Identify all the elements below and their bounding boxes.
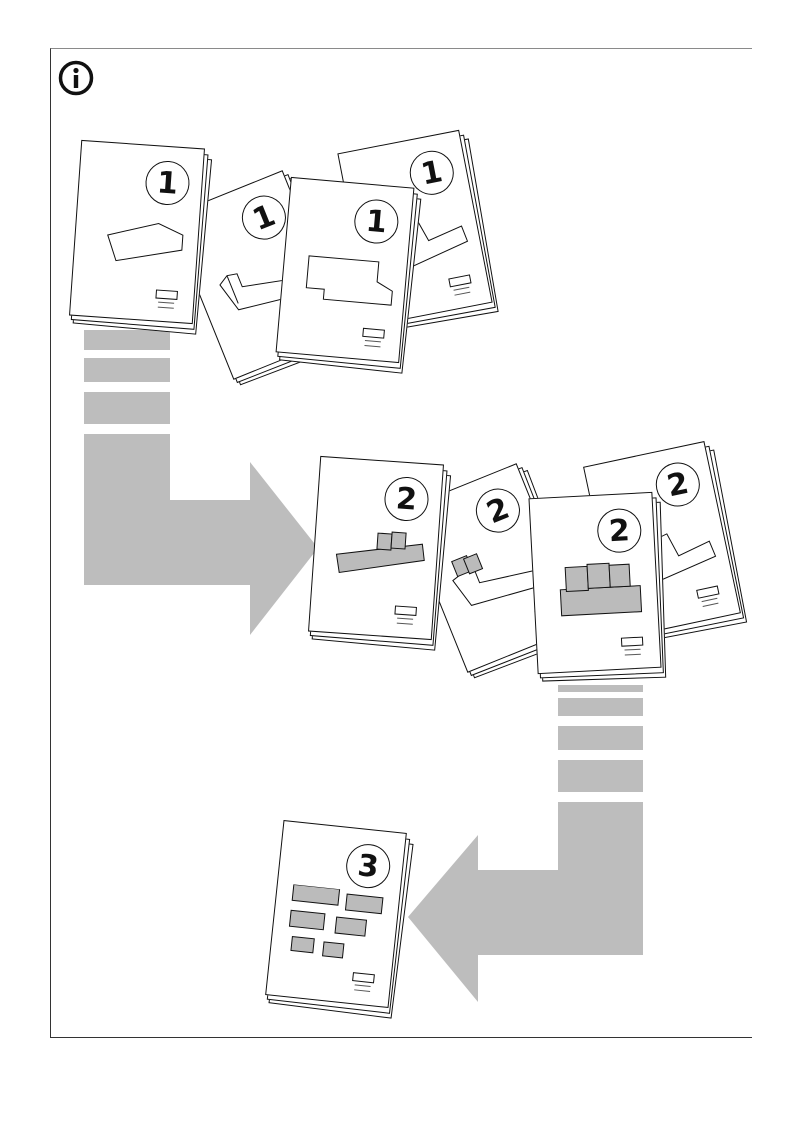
arrow-body	[84, 434, 318, 635]
step-number-badge: 2	[596, 507, 643, 554]
step-number-badge: 1	[352, 197, 401, 246]
furniture-illustration	[288, 884, 384, 959]
arrow-dash	[558, 726, 643, 750]
step-number-badge: 3	[344, 841, 393, 891]
step-number-badge: 1	[144, 159, 191, 207]
ikea-logo	[620, 636, 644, 647]
ikea-logo	[696, 585, 720, 599]
furniture-illustration	[107, 222, 184, 262]
arrow-dash	[558, 760, 643, 792]
booklet-cover: 1	[69, 139, 205, 325]
arrow-body	[408, 802, 643, 1002]
booklet-cover: 1	[275, 176, 415, 364]
arrow-dash	[558, 698, 643, 716]
instruction-booklet-step-2: 2	[308, 455, 452, 651]
booklet-cover: 3	[265, 820, 407, 1008]
instruction-booklet-step-1: 1	[275, 176, 422, 374]
instruction-booklet-step-3: 3	[265, 820, 414, 1019]
furniture-illustration	[305, 255, 393, 306]
page-frame	[50, 48, 752, 1038]
booklet-cover: 2	[528, 491, 662, 675]
arrow-dash	[84, 392, 170, 424]
ikea-logo	[448, 274, 472, 288]
booklet-cover: 2	[308, 455, 444, 641]
furniture-illustration	[559, 562, 643, 617]
furniture-illustration	[335, 531, 425, 574]
arrow-dash	[84, 358, 170, 382]
arrow-dash	[558, 685, 643, 692]
info-circle-icon	[58, 60, 94, 96]
furniture-illustration	[451, 553, 544, 606]
arrow-dash	[84, 330, 170, 350]
ikea-logo	[352, 972, 375, 984]
ikea-logo	[394, 605, 417, 616]
instruction-booklet-step-2: 2	[528, 491, 667, 682]
booklet-cover: 2	[401, 463, 583, 673]
ikea-logo	[155, 289, 178, 300]
ikea-logo	[362, 327, 385, 339]
step-number-badge: 2	[383, 475, 430, 523]
instruction-booklet-step-2: 2	[401, 463, 591, 679]
arrow-step2-to-step3	[408, 685, 643, 1002]
instruction-booklet-step-1: 1	[69, 139, 213, 335]
